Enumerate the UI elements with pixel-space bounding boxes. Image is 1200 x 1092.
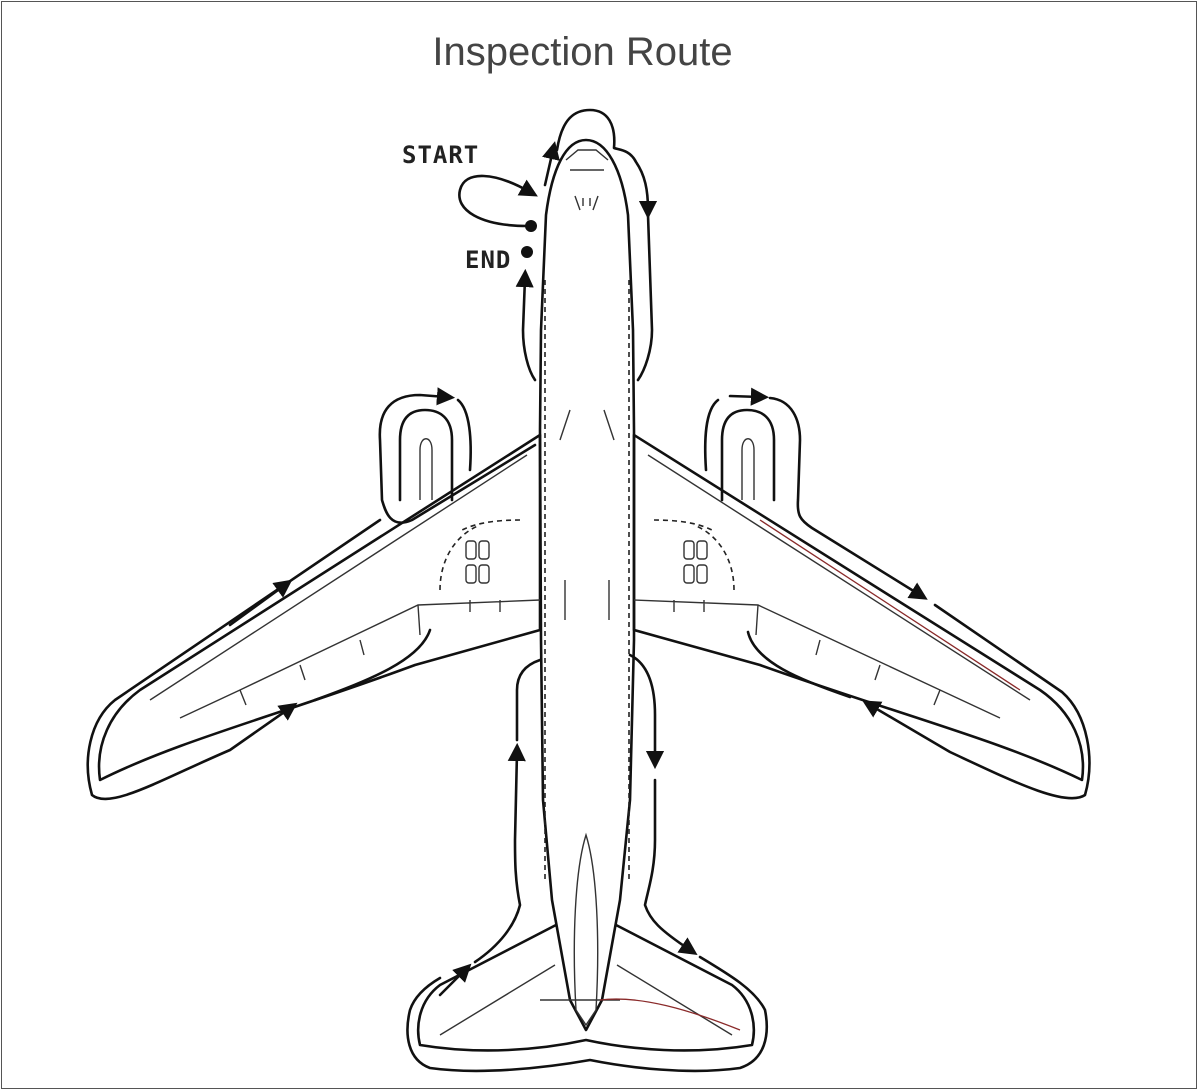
start-label: START: [402, 141, 479, 169]
wing-root-dashed-arcs: [439, 519, 735, 591]
left-wing: [97, 433, 542, 782]
start-marker: [525, 220, 537, 232]
route-left-aft-upper: [515, 658, 542, 742]
route-left-engine-back: [456, 398, 472, 472]
right-engine: [720, 408, 776, 502]
route-nose-left: [542, 141, 560, 187]
right-engine-core: [741, 438, 755, 500]
route-left-aft-up: [473, 742, 526, 964]
left-main-gear-icon: [465, 540, 490, 584]
left-engine-core: [419, 438, 433, 500]
fuselage: [538, 138, 636, 1032]
inspection-route: [86, 108, 1091, 1073]
diagram-title: Inspection Route: [432, 30, 733, 74]
vertical-fin: [573, 832, 599, 1027]
left-engine: [398, 408, 454, 502]
fuselage-center-marks: [559, 409, 615, 620]
route-left-wing-trailing: [313, 628, 432, 702]
right-wing-leading-edge: [647, 454, 1031, 701]
left-wing-leading-edge: [149, 454, 528, 701]
route-right-aft-down: [628, 653, 665, 770]
route-nose-loop: [555, 108, 658, 220]
aircraft-outline: [97, 138, 1085, 1052]
horizontal-stabilizer: [416, 923, 756, 1052]
right-wing-trim-line: [759, 519, 1021, 691]
route-right-wing-outer: [862, 603, 1091, 800]
cockpit-windows: [565, 149, 609, 211]
route-left-fuselage-fwd: [515, 268, 537, 382]
route-left-wing-outer-arrow: [228, 579, 293, 627]
route-right-wing-trailing: [746, 630, 852, 699]
route-right-engine-left-side: [703, 398, 720, 472]
route-right-engine-loop: [768, 396, 928, 600]
right-wing-flaps: [633, 599, 1001, 719]
right-wing: [632, 433, 1085, 782]
route-left-wing-leading: [378, 387, 537, 524]
route-right-aft-tail: [643, 778, 698, 956]
route-left-wing-outer: [86, 518, 382, 801]
route-start-loop: [458, 174, 538, 228]
route-right-stab: [406, 955, 769, 1073]
left-wing-flaps: [179, 599, 541, 719]
route-right-fuselage-fwd: [636, 213, 654, 382]
route-right-engine-top: [728, 387, 770, 406]
route-left-stab-arrow: [438, 963, 472, 997]
end-marker: [521, 246, 533, 258]
right-main-gear-icon: [683, 540, 708, 584]
end-label: END: [465, 246, 511, 274]
tail-trim-line: [599, 998, 741, 1031]
